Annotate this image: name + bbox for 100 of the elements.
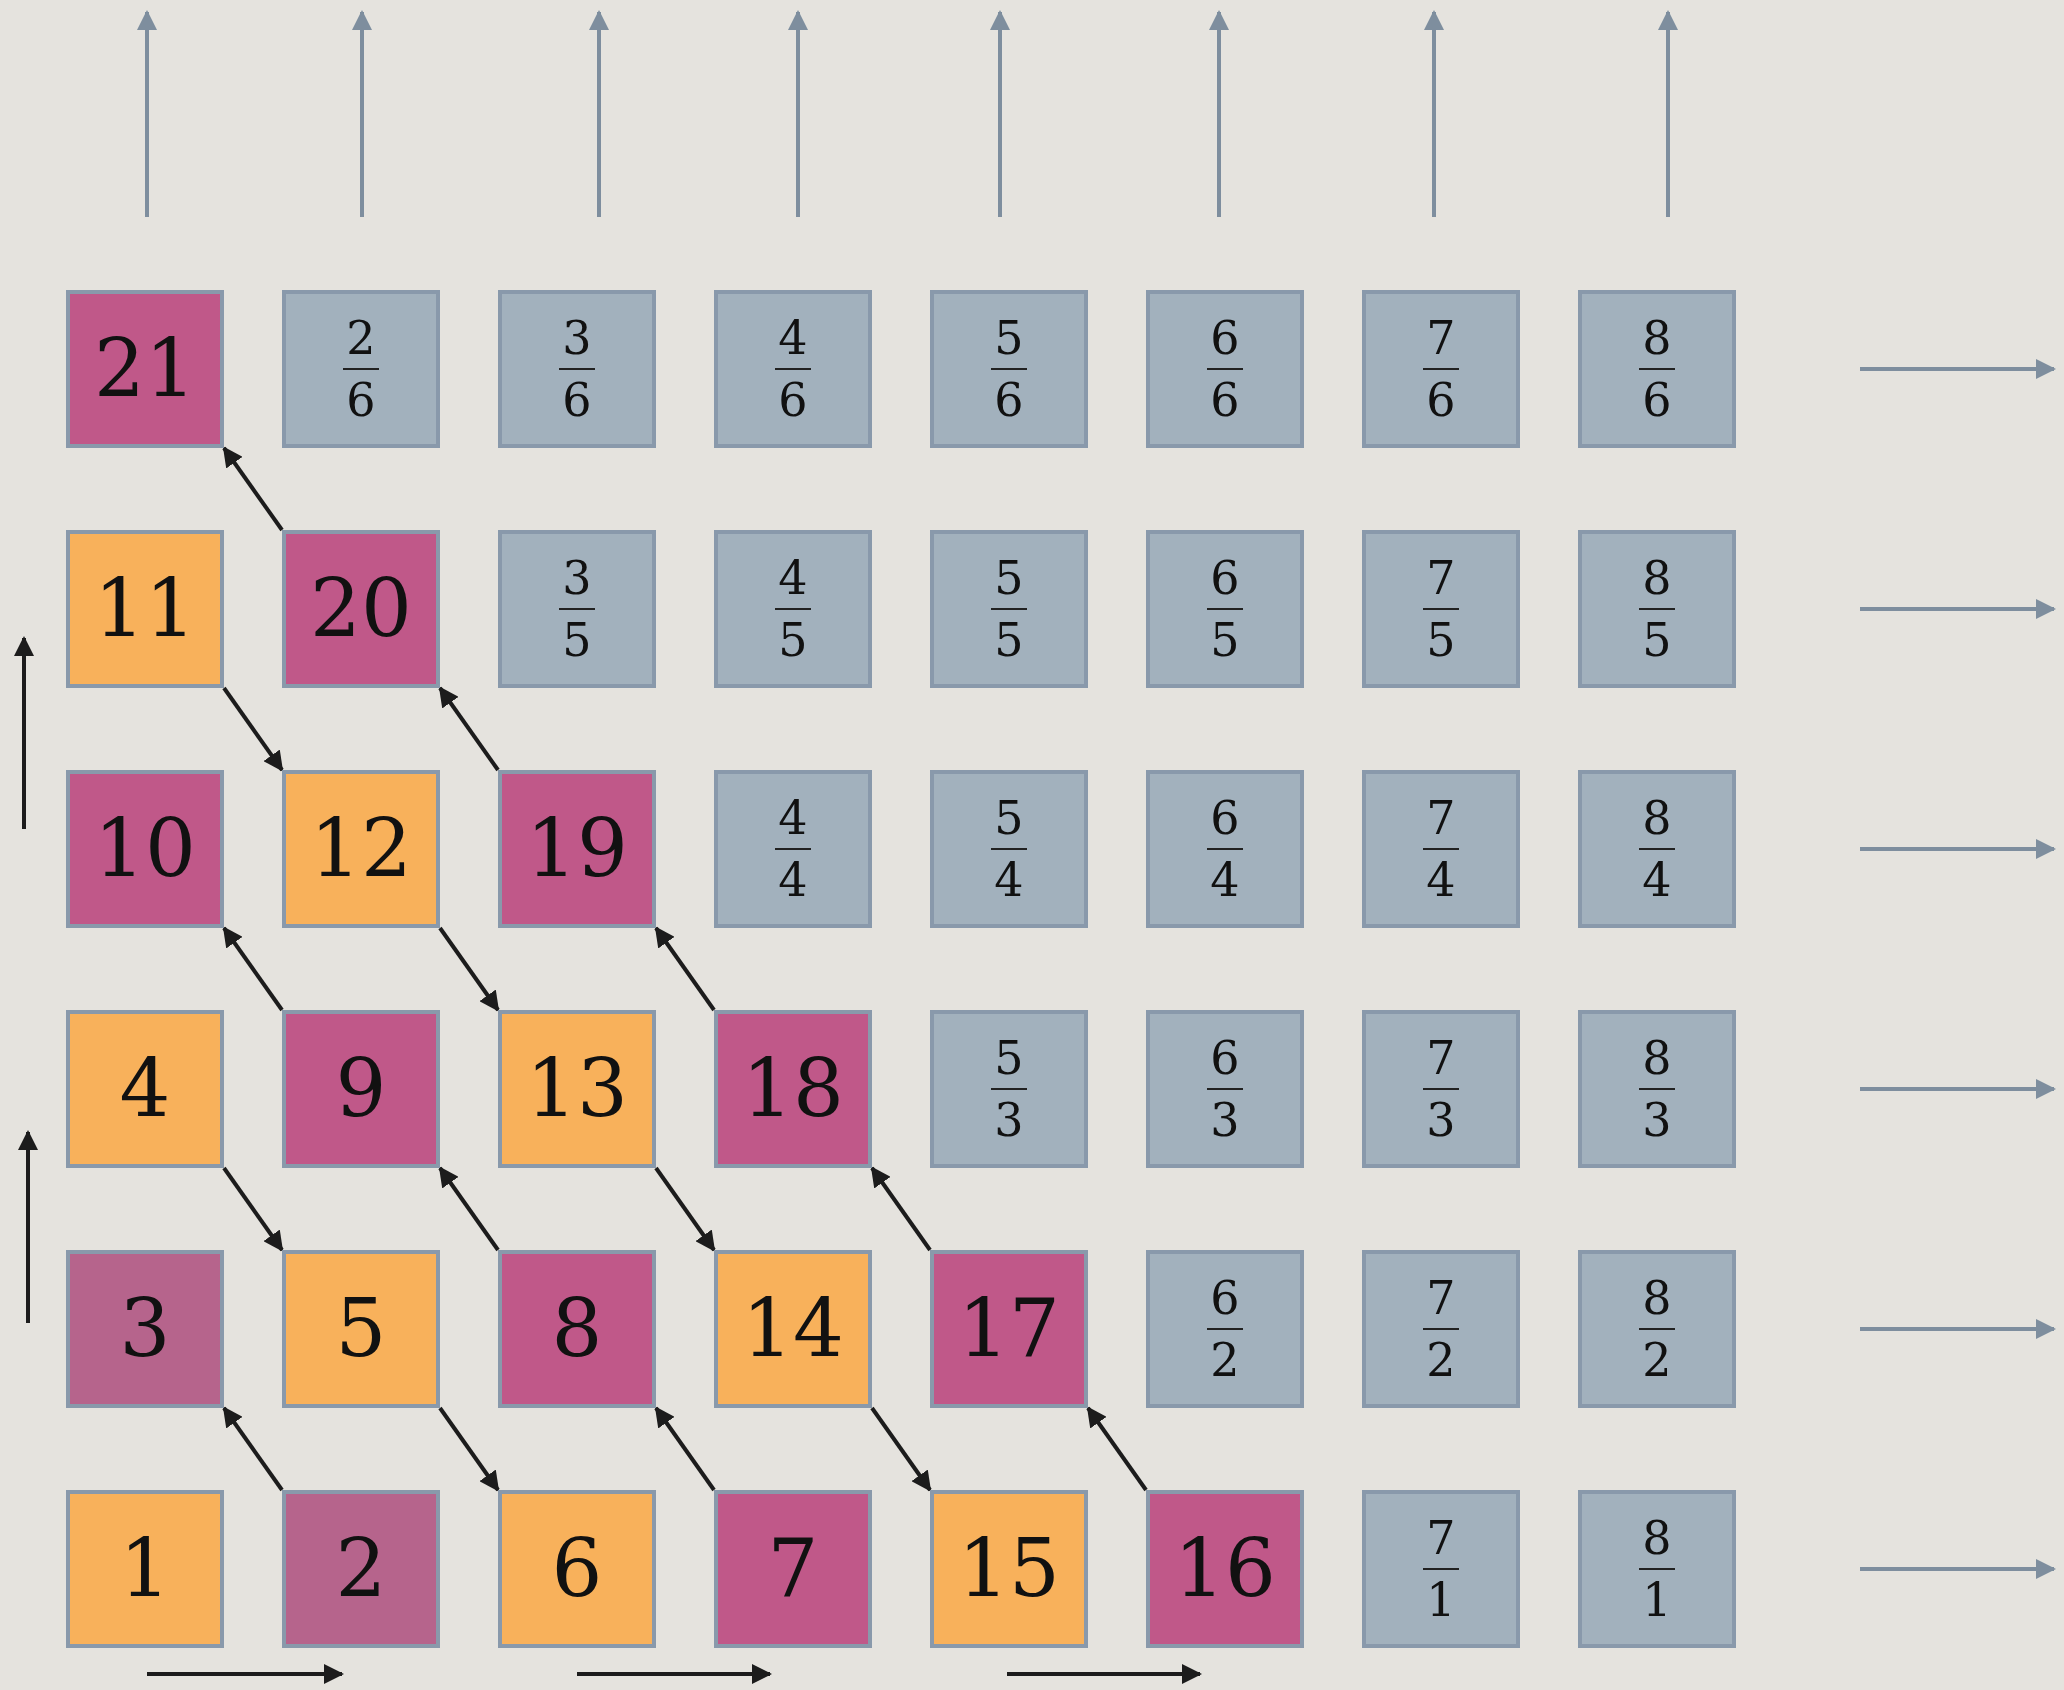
number: 8 (551, 1289, 603, 1369)
numerator: 5 (994, 313, 1024, 362)
fraction-cell (930, 770, 1088, 928)
number: 7 (767, 1529, 819, 1609)
number: 19 (526, 809, 628, 889)
numerator: 7 (1426, 553, 1456, 602)
numerator: 5 (994, 553, 1024, 602)
arrow (870, 1166, 932, 1252)
number: 20 (310, 569, 412, 649)
number-cell (498, 1250, 656, 1408)
numerator: 3 (562, 553, 592, 602)
arrow (438, 1406, 500, 1492)
fraction-cell (1578, 1010, 1736, 1168)
fraction-cell (930, 1010, 1088, 1168)
fraction-cell (1578, 1490, 1736, 1648)
number: 9 (335, 1049, 387, 1129)
fraction-cell (1578, 290, 1736, 448)
arrow (870, 1406, 932, 1492)
arrow (222, 446, 284, 532)
fraction-cell (1362, 770, 1520, 928)
number: 13 (526, 1049, 628, 1129)
fraction-cell (1362, 290, 1520, 448)
fraction-cell (1578, 530, 1736, 688)
denominator: 6 (1210, 376, 1240, 425)
numerator: 4 (778, 313, 808, 362)
numerator: 8 (1642, 313, 1672, 362)
numerator: 6 (1210, 1033, 1240, 1082)
denominator: 4 (1210, 856, 1240, 905)
fraction-cell (498, 290, 656, 448)
denominator: 5 (994, 616, 1024, 665)
number: 10 (94, 809, 196, 889)
denominator: 6 (778, 376, 808, 425)
fraction-cell (1362, 1490, 1520, 1648)
number-cell (282, 1250, 440, 1408)
numerator: 7 (1426, 1273, 1456, 1322)
denominator: 5 (562, 616, 592, 665)
denominator: 3 (1210, 1096, 1240, 1145)
fraction-cell (1362, 1010, 1520, 1168)
arrow (654, 926, 716, 1012)
number: 16 (1174, 1529, 1276, 1609)
fraction-cell (714, 530, 872, 688)
number-cell (714, 1250, 872, 1408)
arrow (654, 1406, 716, 1492)
numerator: 6 (1210, 553, 1240, 602)
numerator: 6 (1210, 793, 1240, 842)
number-cell (66, 770, 224, 928)
numerator: 4 (778, 793, 808, 842)
number-cell (282, 530, 440, 688)
denominator: 6 (1642, 376, 1672, 425)
number: 11 (94, 569, 196, 649)
denominator: 1 (1426, 1576, 1456, 1625)
numerator: 6 (1210, 1273, 1240, 1322)
number: 3 (119, 1289, 171, 1369)
number: 1 (119, 1529, 171, 1609)
denominator: 1 (1642, 1576, 1672, 1625)
number-cell (1146, 1490, 1304, 1648)
denominator: 4 (1426, 856, 1456, 905)
numerator: 5 (994, 793, 1024, 842)
fraction-cell (930, 530, 1088, 688)
number: 6 (551, 1529, 603, 1609)
denominator: 6 (346, 376, 376, 425)
numerator: 8 (1642, 1273, 1672, 1322)
arrow (438, 1166, 500, 1252)
numerator: 3 (562, 313, 592, 362)
arrow (222, 686, 284, 772)
numerator: 8 (1642, 793, 1672, 842)
numerator: 7 (1426, 1033, 1456, 1082)
numerator: 8 (1642, 1513, 1672, 1562)
number: 21 (94, 329, 196, 409)
numerator: 7 (1426, 793, 1456, 842)
denominator: 2 (1642, 1336, 1672, 1385)
number-cell (66, 530, 224, 688)
fraction-cell (714, 290, 872, 448)
numerator: 6 (1210, 313, 1240, 362)
number: 12 (310, 809, 412, 889)
number-cell (282, 1010, 440, 1168)
numerator: 2 (346, 313, 376, 362)
number-cell (66, 290, 224, 448)
fraction-cell (1146, 1250, 1304, 1408)
arrow (222, 1406, 284, 1492)
denominator: 6 (1426, 376, 1456, 425)
number-cell (282, 1490, 440, 1648)
fraction-cell (714, 770, 872, 928)
denominator: 2 (1426, 1336, 1456, 1385)
numerator: 8 (1642, 1033, 1672, 1082)
number-cell (498, 770, 656, 928)
number-cell (66, 1250, 224, 1408)
fraction-cell (930, 290, 1088, 448)
denominator: 6 (994, 376, 1024, 425)
fraction-cell (498, 530, 656, 688)
number-cell (714, 1010, 872, 1168)
number-cell (930, 1490, 1088, 1648)
denominator: 5 (778, 616, 808, 665)
numerator: 8 (1642, 553, 1672, 602)
numerator: 4 (778, 553, 808, 602)
number-cell (930, 1250, 1088, 1408)
denominator: 3 (994, 1096, 1024, 1145)
arrow (438, 686, 500, 772)
fraction-cell (1578, 770, 1736, 928)
denominator: 5 (1642, 616, 1672, 665)
